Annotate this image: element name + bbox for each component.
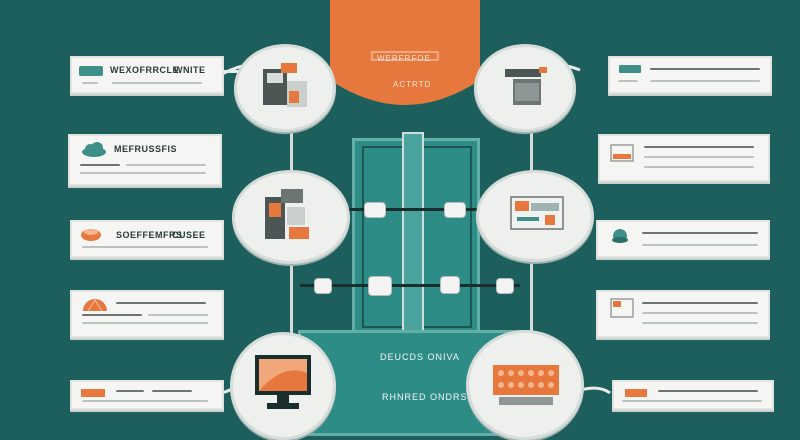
left-panel-1-title: WEXOFRRCLE	[110, 65, 179, 75]
panel-text-line	[116, 390, 144, 392]
left-panel-3: SOEFFEMFRS CUSEE	[70, 220, 224, 258]
right-panel-1	[608, 56, 772, 94]
panel-text-line	[658, 390, 758, 392]
cloud-icon	[82, 142, 106, 157]
left-panel-5	[70, 380, 224, 410]
panel-text-line	[116, 302, 206, 304]
left-panel-1-tail	[222, 70, 250, 73]
circle-bottom-right	[466, 330, 584, 440]
window-icon	[610, 298, 634, 318]
monitor-icon	[255, 355, 311, 409]
panel-text-line	[642, 232, 758, 234]
panel-text-line	[82, 322, 208, 324]
left-panel-2: MEFRUSSFIS	[68, 134, 222, 186]
left-panel-4	[70, 290, 224, 338]
panel-text-line	[642, 322, 758, 324]
tag-icon	[625, 389, 647, 397]
connector-chip-5	[440, 276, 460, 294]
panel-text-line	[80, 172, 206, 174]
rail-upper	[340, 208, 490, 211]
circle-top-left	[234, 44, 336, 132]
panel-text-line	[618, 80, 638, 82]
pie-icon	[83, 299, 107, 312]
panel-text-line	[644, 166, 754, 168]
monitor-icon	[610, 144, 634, 162]
machine-icon	[505, 67, 547, 105]
screen-icon	[510, 196, 564, 230]
right-panel-5	[612, 380, 774, 410]
panel-text-line	[644, 146, 754, 148]
circle-mid-left	[232, 170, 350, 264]
top-banner	[330, 0, 480, 105]
connector-chip-1	[364, 202, 386, 218]
kiosk-icon	[263, 63, 307, 107]
panel-text-line	[82, 82, 98, 84]
circle-top-right	[474, 44, 576, 132]
connector-chip-4	[368, 276, 392, 296]
panel-text-line	[152, 390, 192, 392]
chart-icon	[81, 389, 105, 397]
cloud-icon	[612, 229, 628, 243]
right-panel-3	[596, 220, 770, 258]
left-panel-3-title: SOEFFEMFRS	[116, 230, 183, 240]
center-label-top: DEUCDS ONIVA	[380, 352, 460, 362]
banner-label-1: WERFRFOE	[377, 54, 431, 63]
connector-chip-2	[444, 202, 466, 218]
right-panel-4	[596, 290, 770, 338]
rail-lower	[300, 284, 520, 287]
panel-text-line	[148, 314, 208, 316]
circle-mid-right	[476, 170, 594, 262]
banner-label-2: ACTRTD	[393, 80, 432, 89]
appliance-icon	[265, 189, 309, 239]
panel-text-line	[82, 314, 142, 316]
center-label-bottom: RHNRED ONDRS	[382, 392, 468, 402]
connector-chip-6	[496, 278, 514, 294]
food-icon	[81, 229, 101, 241]
cloud-icon	[79, 66, 103, 76]
panel-text-line	[644, 156, 754, 158]
right-panel-2	[598, 134, 770, 182]
connector-chip-3	[314, 278, 332, 294]
panel-text-line	[650, 68, 760, 70]
left-panel-2-title: MEFRUSSFIS	[114, 144, 178, 154]
panel-text-line	[642, 312, 758, 314]
left-panel-3-subtitle: CUSEE	[172, 230, 206, 240]
left-panel-1-subtitle: WNITE	[174, 65, 206, 75]
badge-icon	[619, 65, 641, 73]
circle-bottom-left	[230, 332, 336, 440]
panel-text-line	[622, 400, 762, 402]
panel-text-line	[82, 400, 208, 402]
panel-text-line	[82, 246, 208, 248]
panel-text-line	[642, 244, 758, 246]
panel-text-line	[112, 82, 202, 84]
panel-text-line	[126, 164, 206, 166]
panel-text-line	[650, 80, 760, 82]
grid-panel-icon	[493, 365, 559, 405]
left-panel-1: WEXOFRRCLE WNITE	[70, 56, 224, 94]
panel-text-line	[642, 302, 758, 304]
panel-text-line	[80, 164, 120, 166]
